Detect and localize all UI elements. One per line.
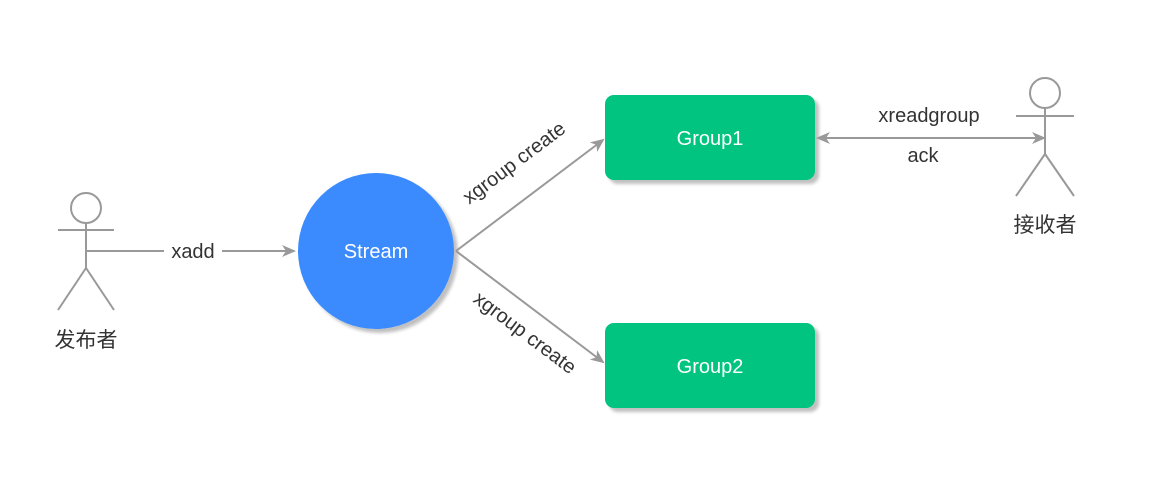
stream-label: Stream — [344, 241, 408, 263]
create-group2-arrow — [455, 250, 605, 364]
xadd-label: xadd — [171, 241, 214, 263]
publisher-label: 发布者 — [55, 328, 118, 352]
publisher-actor-icon — [57, 192, 115, 311]
create-group1-label: xgroup create — [459, 118, 570, 209]
receiver-label: 接收者 — [1014, 213, 1077, 237]
group2-label: Group2 — [677, 356, 744, 378]
group1-node[interactable] — [605, 95, 815, 180]
stream-node[interactable] — [298, 173, 454, 329]
xadd-label-bg — [164, 238, 222, 264]
group1-label: Group1 — [677, 128, 744, 150]
xreadgroup-label: xreadgroup — [878, 105, 979, 127]
create-group1-arrow — [455, 138, 605, 252]
receiver-actor-icon — [1015, 77, 1075, 197]
ack-label: ack — [907, 145, 939, 167]
group2-node[interactable] — [605, 323, 815, 408]
